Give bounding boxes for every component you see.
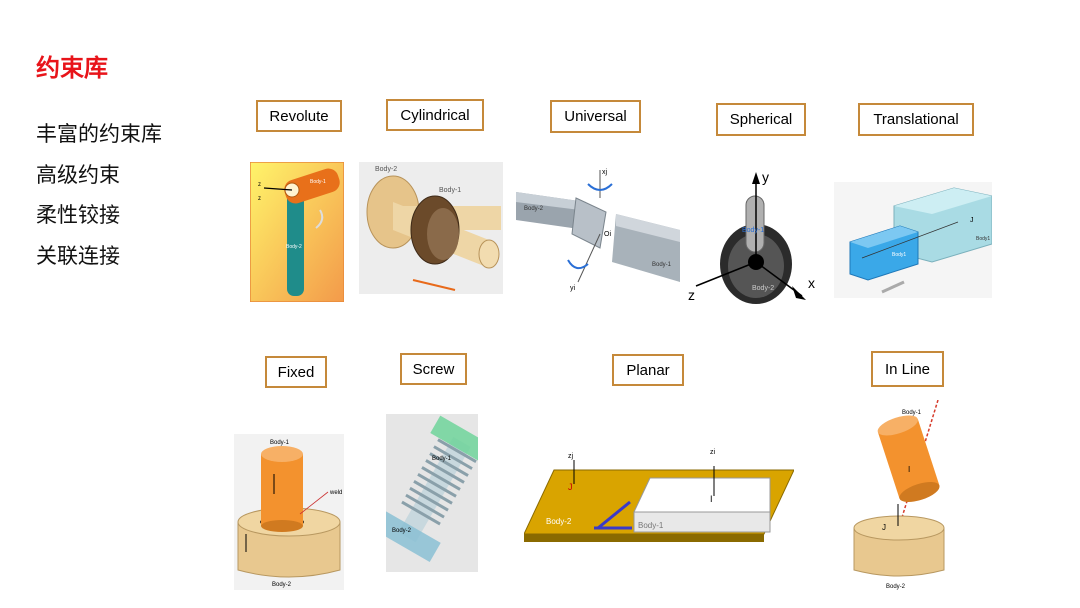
translational-body1-text: Body1	[892, 252, 906, 258]
revolute-body2-text: Body-2	[286, 244, 302, 250]
cylindrical-figure: Body-2 Body-1	[359, 162, 503, 294]
svg-text:z: z	[258, 196, 261, 202]
revolute-figure: z z Body-1 Body-2	[250, 162, 344, 302]
label-inline: In Line	[871, 351, 944, 387]
label-translational: Translational	[858, 103, 974, 136]
planar-body2-text: Body-2	[546, 517, 572, 526]
slide-title: 约束库	[36, 54, 108, 82]
screw-figure: Body-1 Body-2	[386, 414, 478, 572]
svg-text:z: z	[258, 182, 261, 188]
cylindrical-body2-text: Body-2	[375, 166, 397, 173]
inline-figure: Body-1 Body-2 J I	[852, 400, 946, 590]
planar-j: J	[568, 482, 573, 492]
fixed-weld-text: weld	[329, 490, 342, 496]
label-cylindrical: Cylindrical	[386, 99, 484, 131]
universal-xj: xj	[602, 169, 608, 176]
planar-zi: zi	[710, 449, 716, 456]
inline-i: I	[908, 465, 910, 474]
spherical-axis-z: z	[688, 287, 695, 303]
planar-body1-text: Body-1	[638, 521, 664, 530]
bullet-list: 丰富的约束库 高级约束 柔性铰接 关联连接	[36, 114, 162, 276]
label-revolute: Revolute	[256, 100, 342, 132]
spherical-figure: y x z Body-1 Body-2	[684, 168, 824, 304]
translational-j: J	[970, 217, 974, 224]
universal-yi: yi	[570, 285, 576, 292]
fixed-body2-text: Body-2	[272, 582, 292, 588]
label-screw: Screw	[400, 353, 467, 385]
bullet-item: 关联连接	[36, 243, 120, 268]
planar-i: I	[710, 494, 713, 504]
translational-figure: Body1 Body1 J	[834, 182, 992, 298]
label-fixed: Fixed	[265, 356, 327, 388]
label-universal: Universal	[550, 100, 641, 133]
universal-body1-text: Body-1	[652, 262, 672, 268]
translational-body-text: Body1	[976, 236, 990, 242]
spherical-axis-y: y	[762, 169, 769, 185]
inline-body2-text: Body-2	[886, 584, 906, 590]
spherical-body1-text: Body-1	[742, 227, 764, 234]
screw-body2-text: Body-2	[392, 528, 412, 534]
fixed-body1-text: Body-1	[270, 440, 290, 446]
universal-figure: Body-2 Body-1 xj yi Oi	[516, 164, 680, 294]
bullet-item: 高级约束	[36, 162, 120, 187]
revolute-body1-text: Body-1	[310, 179, 326, 185]
inline-j: J	[882, 523, 886, 532]
spherical-axis-x: x	[808, 275, 815, 291]
universal-body2-text: Body-2	[524, 206, 544, 212]
screw-body1-text: Body-1	[432, 456, 452, 462]
cylindrical-body1-text: Body-1	[439, 187, 461, 194]
label-planar: Planar	[612, 354, 684, 386]
planar-figure: zj zi J I Body-2 Body-1	[524, 442, 794, 542]
inline-body1-text: Body-1	[902, 410, 922, 416]
bullet-item: 丰富的约束库	[36, 122, 162, 146]
spherical-body2-text: Body-2	[752, 285, 774, 292]
label-spherical: Spherical	[716, 103, 806, 136]
fixed-figure: Body-1 Body-2 weld	[234, 434, 344, 590]
universal-oi: Oi	[604, 231, 611, 238]
bullet-item: 柔性铰接	[36, 203, 120, 227]
planar-zj: zj	[568, 453, 574, 460]
